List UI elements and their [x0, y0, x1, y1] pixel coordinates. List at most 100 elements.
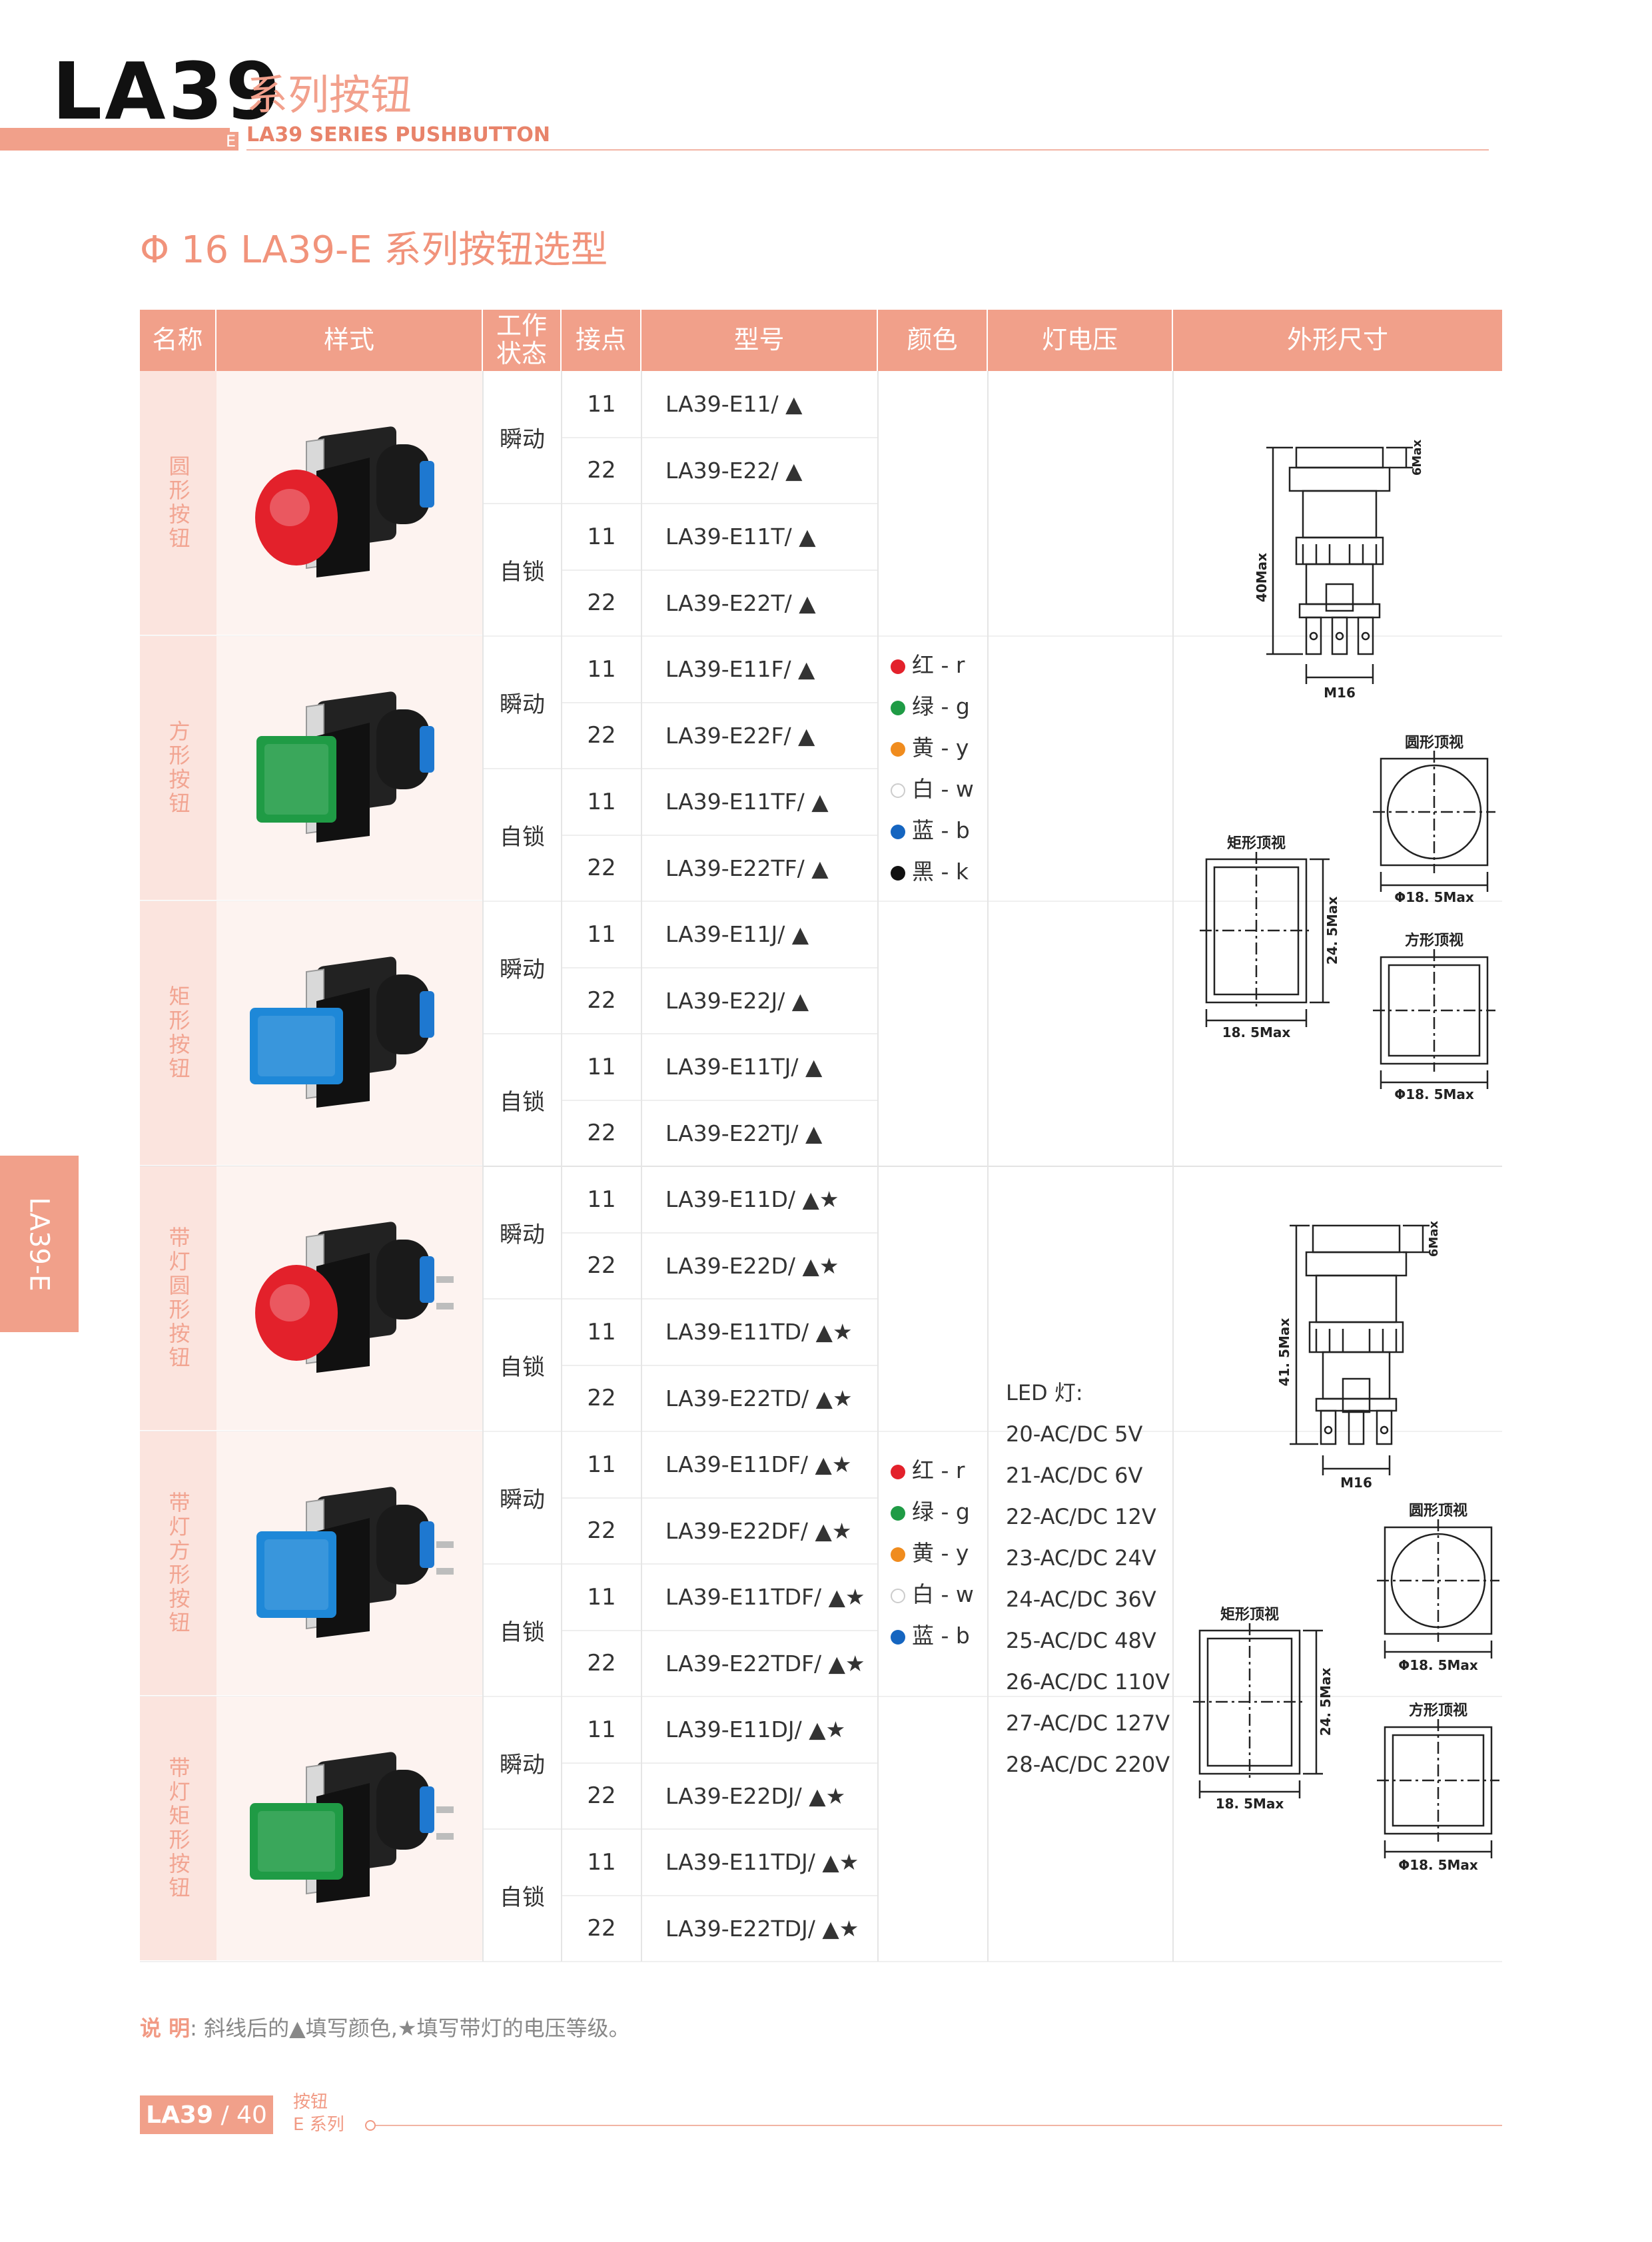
product-image-cell [216, 1696, 483, 1960]
color-option: 黑 - k [891, 851, 974, 893]
model-cell: LA39-E22D/ ▲★ [665, 1252, 839, 1279]
color-label: 黄 - y [912, 1540, 969, 1566]
group-name: 方形按钮 [140, 636, 216, 900]
color-label: 白 - w [912, 1581, 974, 1607]
footer-rule [372, 2125, 1502, 2126]
square-dim-upper: Φ18. 5Max [1394, 1086, 1474, 1102]
contact-cell: 11 [587, 390, 616, 418]
group-name: 矩形按钮 [140, 901, 216, 1165]
color-swatch-icon [891, 1589, 905, 1603]
group-divider [140, 1696, 1502, 1697]
column-divider [987, 371, 989, 1962]
color-label: 红 - r [912, 652, 965, 678]
color-swatch-icon [891, 1465, 905, 1479]
model-cell: LA39-E22F/ ▲ [665, 722, 815, 749]
row-divider [562, 1033, 878, 1034]
cap-highlight [264, 744, 328, 815]
contact-cell: 22 [587, 1915, 616, 1942]
round-view-label-upper: 圆形顶视 [1405, 734, 1463, 751]
voltage-item: 28-AC/DC 220V [1006, 1752, 1170, 1777]
header-rule [246, 149, 1489, 151]
column-divider [482, 371, 484, 1962]
round-view-label-lower: 圆形顶视 [1409, 1502, 1467, 1519]
contact-cell: 11 [587, 1848, 616, 1876]
row-divider [562, 503, 878, 504]
header-style: 样式 [216, 310, 482, 371]
product-image-cell [216, 371, 483, 635]
header-model: 型号 [641, 310, 877, 371]
section-title: Φ 16 LA39-E 系列按钮选型 [140, 228, 608, 272]
cap-housing [316, 1253, 370, 1373]
product-image-cell [216, 636, 483, 900]
row-divider [562, 768, 878, 769]
button-cap [250, 1008, 343, 1084]
button-cap [255, 1265, 338, 1361]
side-tab: LA39-E [0, 1156, 79, 1332]
cap-highlight [270, 1284, 310, 1321]
contact-cell: 22 [587, 1252, 616, 1280]
contact-cell: 22 [587, 589, 616, 617]
terminal-pin [436, 1276, 454, 1283]
color-swatch-icon [891, 742, 905, 757]
contact-cell: 22 [587, 1120, 616, 1147]
model-cell: LA39-E11DJ/ ▲★ [665, 1716, 846, 1743]
dim-height-lower: 41. 5Max [1276, 1318, 1292, 1387]
side-tab-label: LA39-E [24, 1196, 55, 1292]
pushbutton-image-4 [256, 1487, 454, 1638]
square-dim-lower: Φ18. 5Max [1398, 1857, 1478, 1873]
footer-category: 按钮 E 系列 [293, 2091, 344, 2137]
operating-state: 瞬动 [500, 956, 545, 983]
group-name: 圆形按钮 [140, 371, 216, 635]
group-divider [140, 635, 1502, 637]
color-option: 黄 - y [891, 727, 974, 769]
model-cell: LA39-E22T/ ▲ [665, 589, 816, 616]
state-divider [483, 1298, 562, 1300]
contact-block [420, 1256, 434, 1303]
model-cell: LA39-E11/ ▲ [665, 391, 803, 418]
header-marker: E [223, 132, 239, 151]
color-swatch-icon [891, 701, 905, 715]
rect-width-upper: 18. 5Max [1222, 1024, 1291, 1040]
contact-cell: 11 [587, 788, 616, 815]
footer-category-1: 按钮 [293, 2092, 328, 2112]
color-swatch-icon [891, 1630, 905, 1645]
model-cell: LA39-E22TF/ ▲ [665, 855, 829, 881]
contact-cell: 11 [587, 921, 616, 948]
color-option: 绿 - g [891, 686, 974, 727]
color-option: 红 - r [891, 645, 974, 686]
terminal-pin [436, 1833, 454, 1840]
cap-highlight [258, 1811, 335, 1872]
button-cap [256, 736, 336, 823]
column-divider [877, 371, 879, 1962]
header-contacts: 接点 [562, 310, 640, 371]
dimension-drawing-lower: 41. 5Max 6Max M16 圆形顶视 Φ18. 5Max 矩形顶视 24… [1193, 1221, 1499, 1873]
operating-state: 瞬动 [500, 1752, 545, 1778]
model-cell: LA39-E22DF/ ▲★ [665, 1517, 852, 1544]
contact-block [420, 1521, 434, 1568]
operating-state: 自锁 [500, 1884, 545, 1911]
button-body [376, 444, 430, 524]
terminal-pin [436, 1806, 454, 1813]
column-divider [1172, 371, 1174, 1962]
row-divider [562, 1099, 878, 1101]
state-divider [483, 1563, 562, 1565]
button-cap [256, 1531, 336, 1618]
row-divider [562, 834, 878, 836]
model-cell: LA39-E11J/ ▲ [665, 921, 809, 948]
product-image-cell [216, 901, 483, 1165]
button-cap [250, 1803, 343, 1880]
operating-state: 自锁 [500, 824, 545, 851]
contact-block [420, 726, 434, 773]
row-divider [562, 701, 878, 703]
button-body [376, 1770, 430, 1850]
model-cell: LA39-E11D/ ▲★ [665, 1186, 839, 1213]
voltage-item: 23-AC/DC 24V [1006, 1545, 1156, 1571]
footnote-label: 说 明 [140, 2016, 191, 2041]
square-view-label-lower: 方形顶视 [1409, 1702, 1467, 1719]
dim-top-lower: 6Max [1427, 1221, 1441, 1258]
dim-top-upper: 6Max [1410, 440, 1424, 476]
model-cell: LA39-E11TDF/ ▲★ [665, 1584, 865, 1611]
group-divider [140, 901, 1502, 902]
cap-housing [316, 458, 370, 577]
color-swatch-icon [891, 1506, 905, 1521]
